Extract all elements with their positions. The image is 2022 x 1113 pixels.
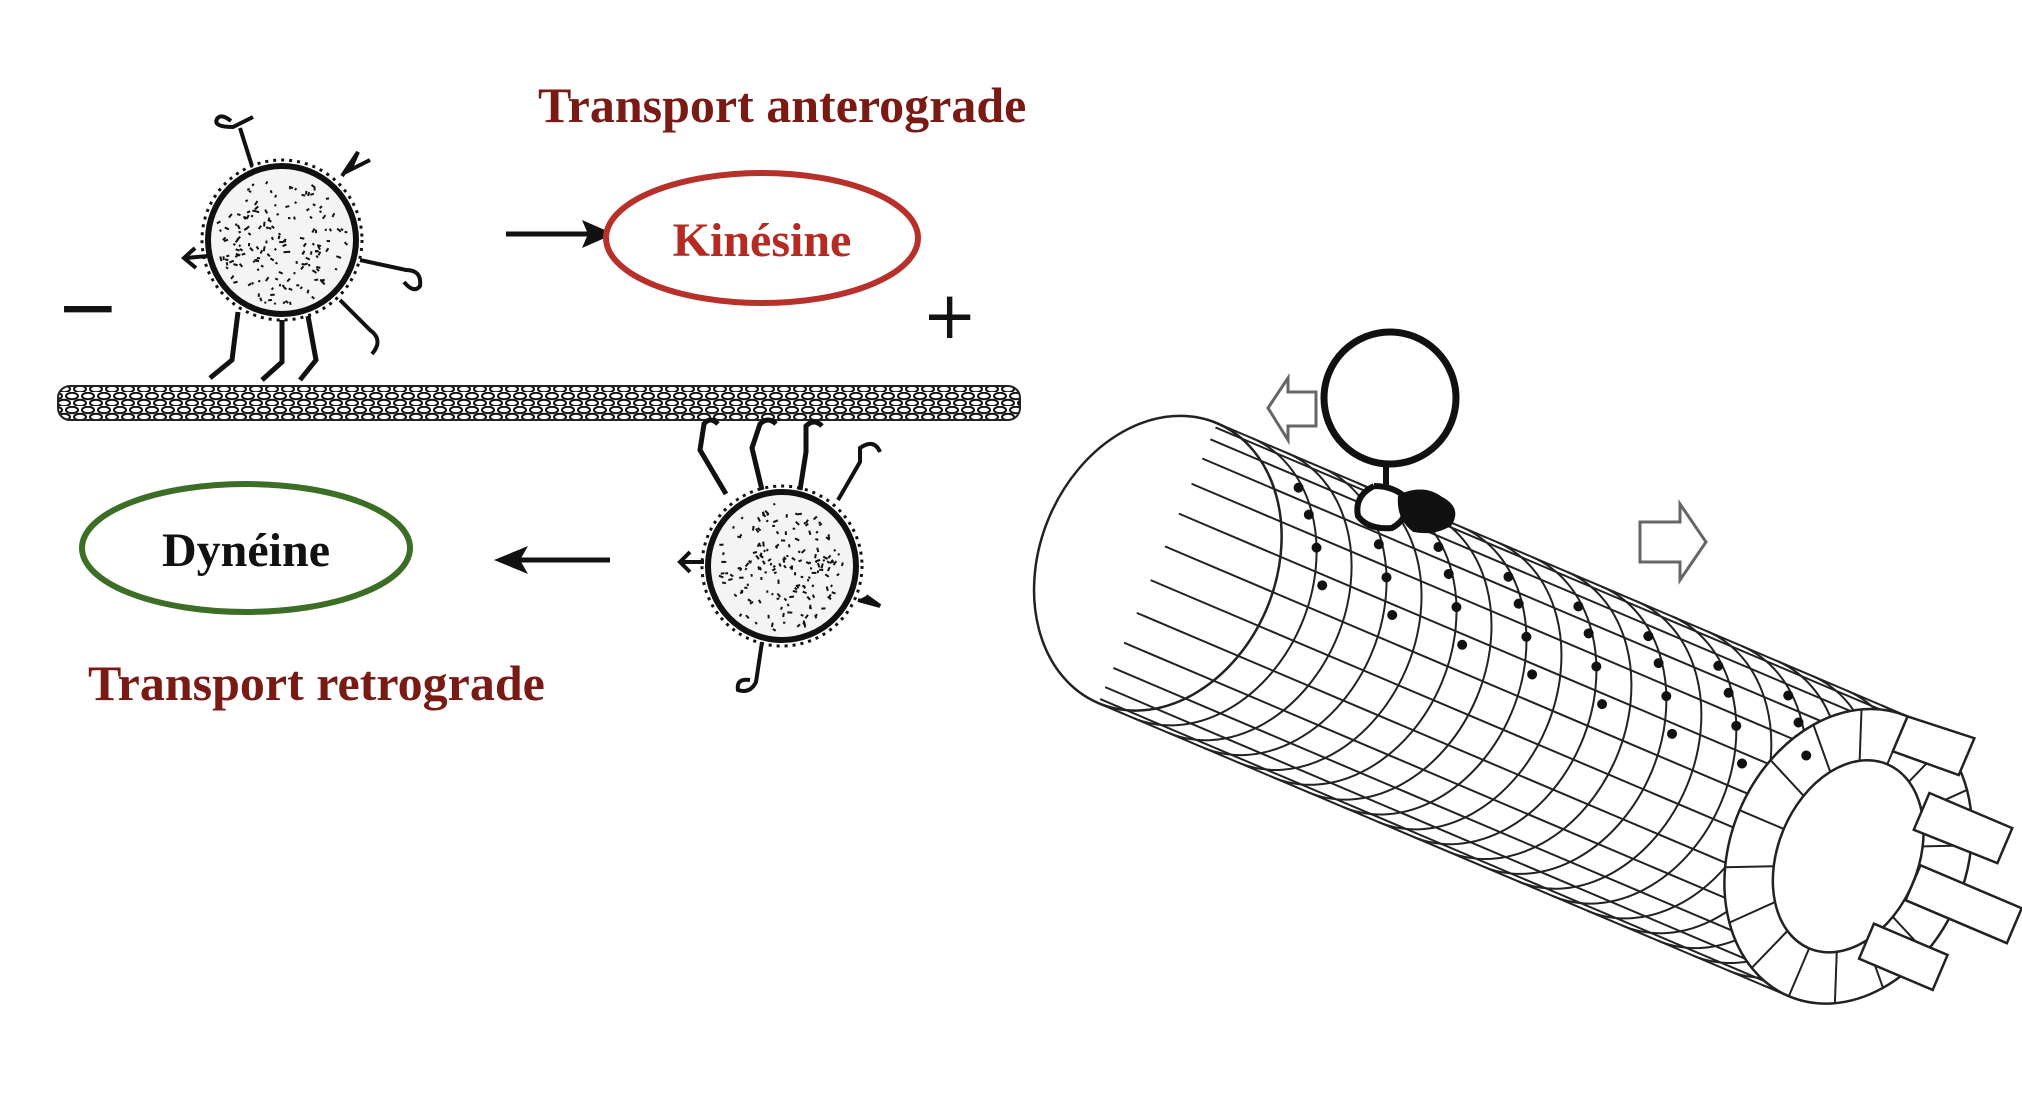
dynein-label: Dynéine [162,524,330,577]
plus-end-sign: + [922,277,977,354]
microtubule-strand [57,385,1021,421]
minus-end-sign: − [56,262,120,351]
left-direction-arrow-icon [1266,373,1318,446]
anterograde-arrow-icon [506,220,614,248]
retrograde-arrow-icon [494,546,610,574]
kinesin-label: Kinésine [673,214,852,267]
dynein-bubble: Dynéine [79,481,413,615]
anterograde-label: Transport anterograde [538,77,1026,133]
right-direction-arrow-icon [1638,499,1708,585]
retrograde-label: Transport retrograde [88,655,545,711]
retrograde-vesicle [677,417,882,693]
anterograde-vesicle [180,114,423,382]
microtubule-3d-illustration [1032,328,2022,1005]
kinesin-bubble: Kinésine [603,170,921,306]
kinesin-motor-vesicle [1320,328,1460,534]
transport-scheme: Transport anterograde Transport retrogra… [56,77,1026,711]
